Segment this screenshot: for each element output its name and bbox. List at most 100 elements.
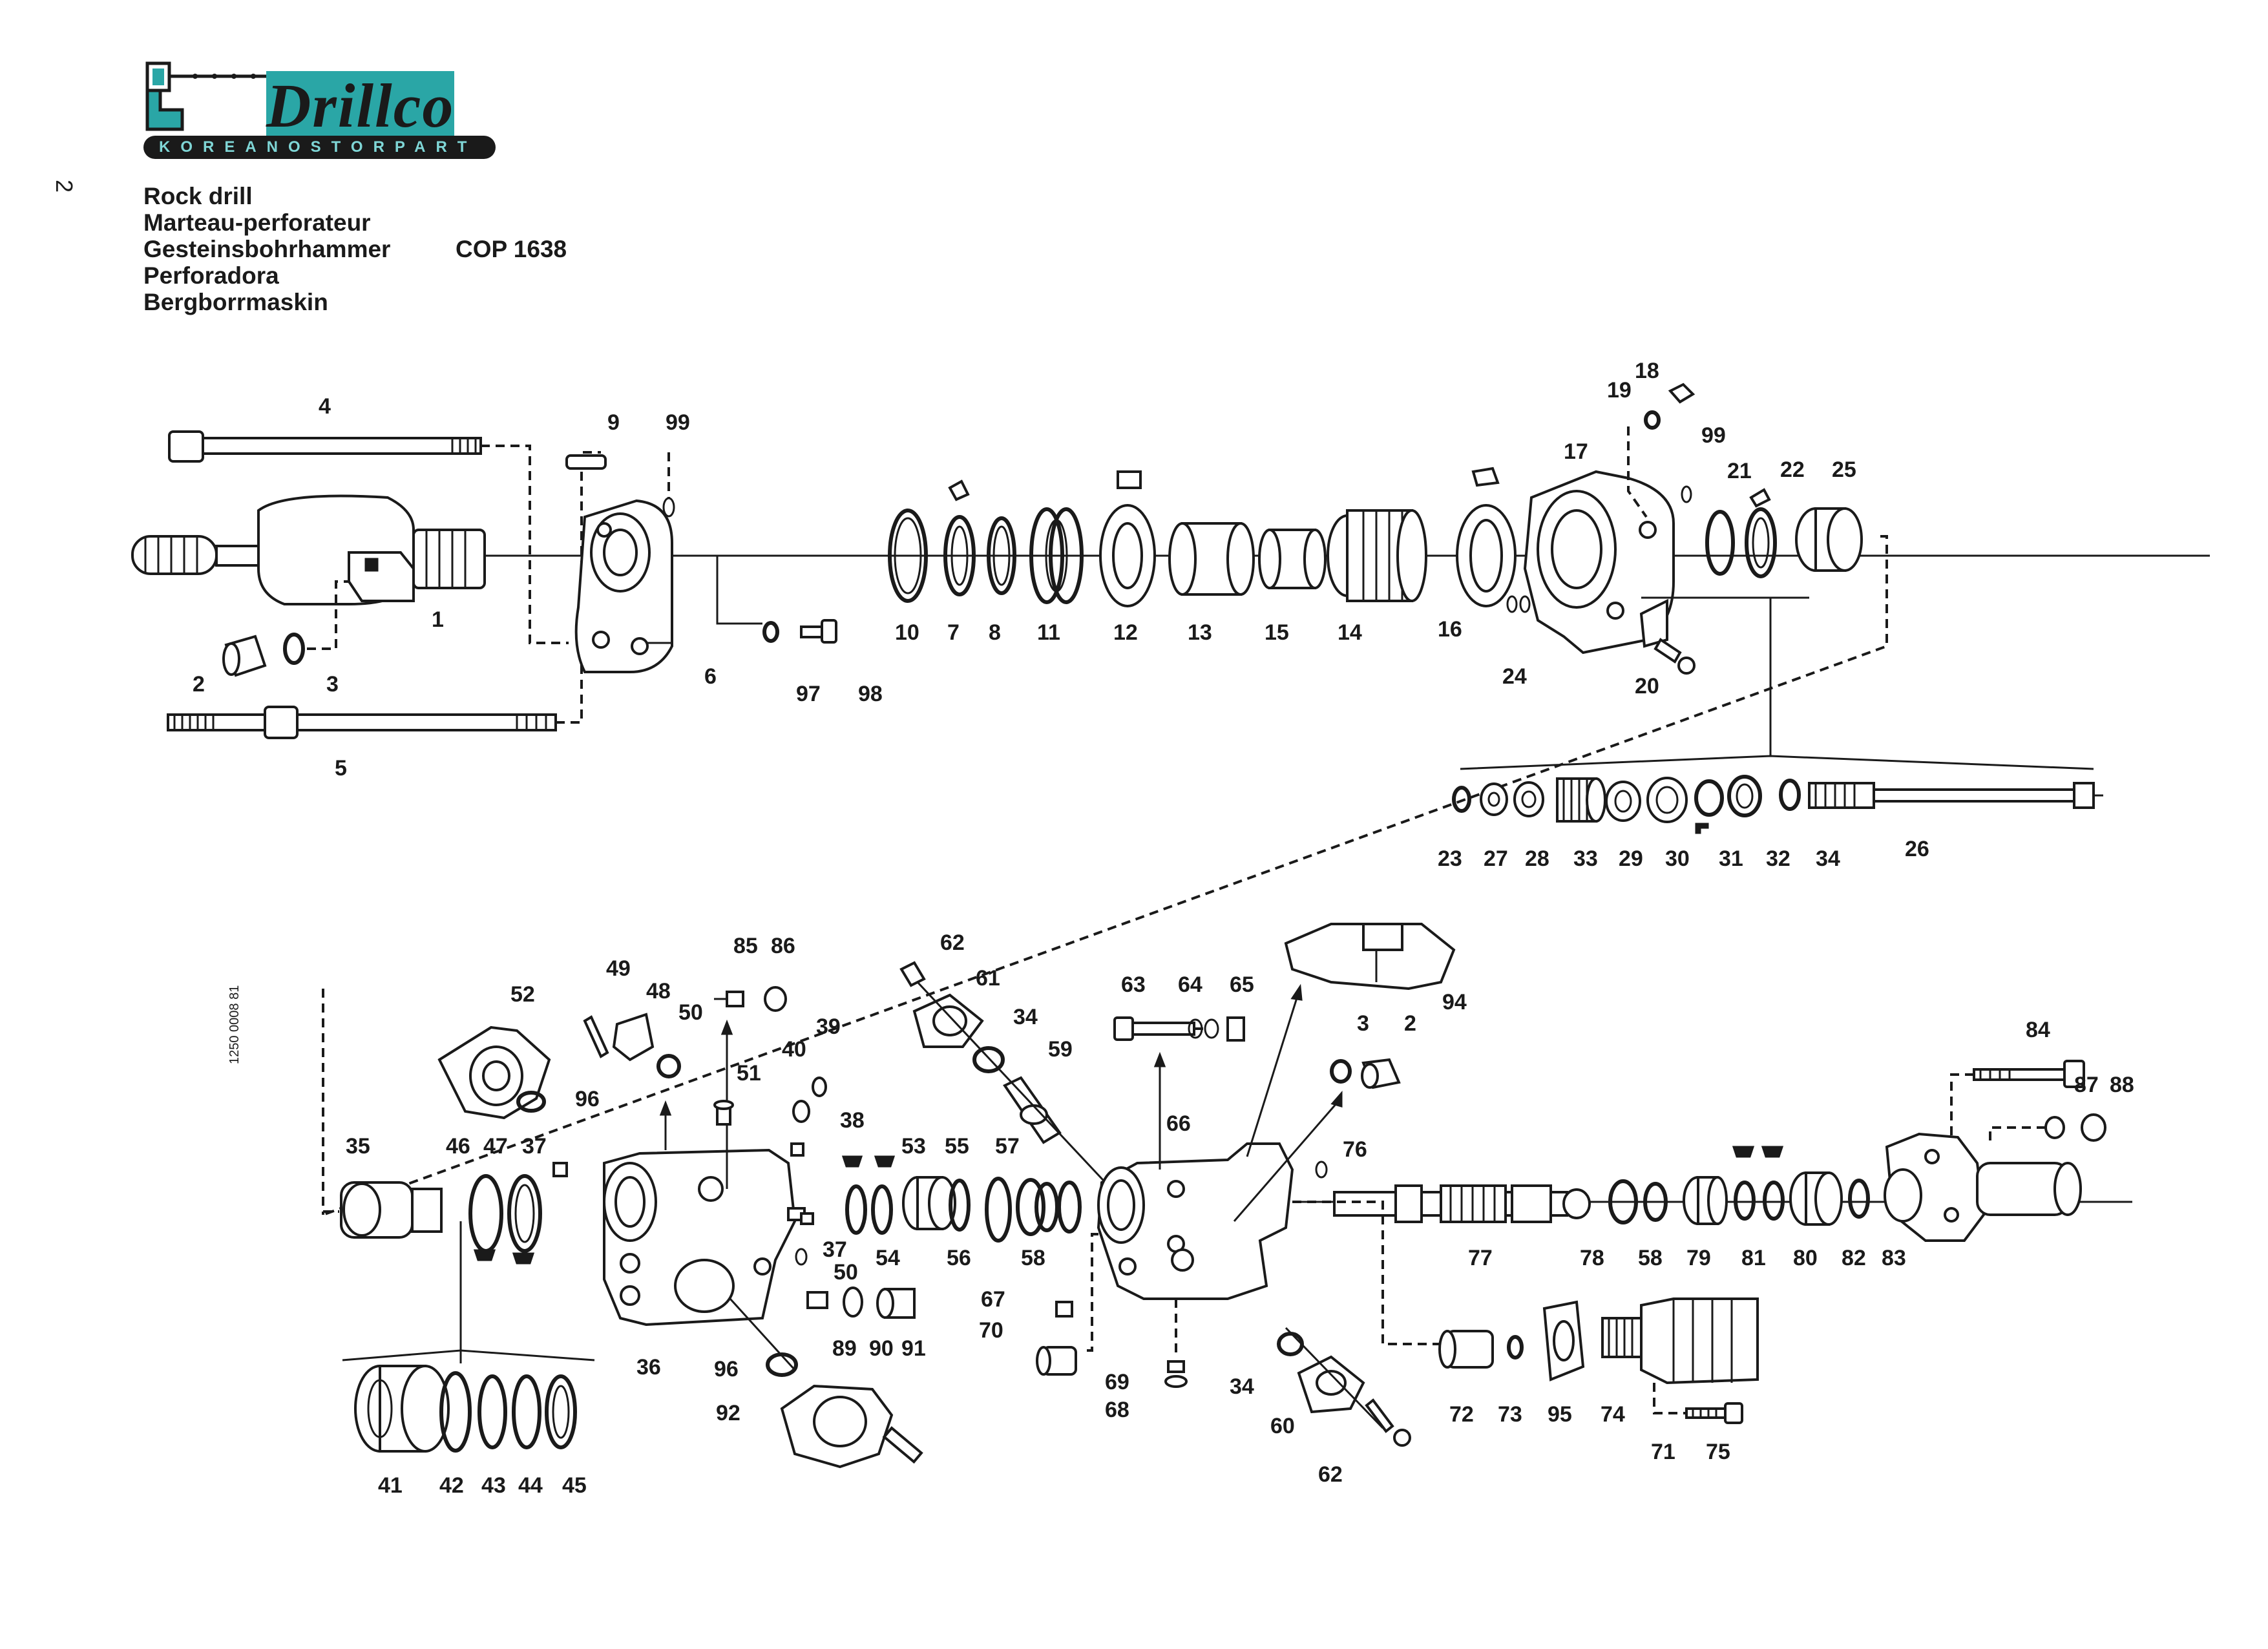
callout-88: 88 [2110, 1073, 2134, 1097]
callout-67: 67 [981, 1287, 1005, 1312]
callout-45: 45 [562, 1473, 587, 1498]
callout-58a: 58 [1021, 1246, 1045, 1270]
washer-90 [843, 1287, 863, 1318]
oring-34-mid [972, 1046, 1005, 1073]
side-bolt-5 [167, 706, 557, 739]
callout-21: 21 [1727, 459, 1752, 483]
ring-56 [985, 1177, 1012, 1243]
callout-3-right: 3 [1357, 1011, 1369, 1036]
callout-42: 42 [439, 1473, 464, 1498]
logo-wordmark: Drillco [266, 71, 455, 140]
callout-79: 79 [1686, 1246, 1711, 1270]
callout-16: 16 [1438, 617, 1462, 642]
callout-63: 63 [1121, 972, 1146, 997]
front-head-1 [131, 494, 672, 605]
callout-71: 71 [1651, 1440, 1675, 1464]
oring-24 [1506, 595, 1531, 613]
callout-1: 1 [432, 607, 444, 632]
ring-44 [512, 1374, 541, 1449]
plug-18 [1668, 383, 1696, 404]
cover-60 [1297, 1355, 1365, 1414]
ring-43 [478, 1374, 507, 1449]
callout-91: 91 [901, 1336, 926, 1361]
plug-39 [812, 1077, 827, 1097]
callout-68: 68 [1105, 1398, 1129, 1422]
title-swedish: Bergborrmaskin [143, 289, 328, 315]
callout-14: 14 [1338, 620, 1362, 645]
callout-77: 77 [1468, 1246, 1493, 1270]
nut-27 [1480, 782, 1508, 816]
valve-94 [1284, 923, 1456, 991]
oring-99-rear [1681, 485, 1692, 503]
motor-74 [1601, 1297, 1759, 1385]
ring-78 [1608, 1179, 1638, 1224]
screw-98 [800, 619, 837, 644]
callout-33: 33 [1573, 846, 1598, 871]
callout-58b: 58 [1638, 1246, 1663, 1270]
ring-29 [1605, 781, 1641, 822]
ring-22 [1745, 488, 1777, 578]
title-block: Rock drill Marteau-perforateur Gesteinsb… [143, 183, 390, 315]
callout-2: 2 [193, 672, 205, 697]
callout-86: 86 [771, 934, 795, 958]
callout-95: 95 [1548, 1402, 1572, 1427]
callout-84: 84 [2026, 1018, 2050, 1042]
cap-86 [764, 986, 787, 1012]
oring-50 [656, 1054, 681, 1078]
callout-62-low: 62 [1318, 1462, 1343, 1487]
ring-55 [949, 1179, 971, 1232]
washer-76 [1315, 1161, 1328, 1179]
callout-39: 39 [816, 1014, 841, 1039]
callout-20: 20 [1635, 674, 1659, 698]
callout-4: 4 [319, 394, 331, 419]
ring-42 [439, 1371, 472, 1453]
callout-43: 43 [481, 1473, 506, 1498]
callout-70: 70 [979, 1318, 1003, 1343]
ring-45 [545, 1374, 577, 1449]
screw-62-top [899, 961, 926, 987]
callout-66: 66 [1166, 1111, 1191, 1136]
callout-50a: 50 [678, 1000, 703, 1025]
callout-44: 44 [518, 1473, 543, 1498]
washer-97 [762, 621, 779, 643]
callout-11: 11 [1037, 620, 1060, 645]
ring-32 [1727, 775, 1762, 817]
screw-75 [1724, 1402, 1743, 1424]
washer-68 [1164, 1375, 1188, 1388]
ring-58b [1643, 1182, 1668, 1222]
callout-73: 73 [1498, 1402, 1522, 1427]
callout-29: 29 [1619, 846, 1643, 871]
bushing-25 [1795, 507, 1863, 572]
callout-80: 80 [1793, 1246, 1818, 1270]
callout-2-right: 2 [1404, 1011, 1416, 1036]
nipple-85 [714, 991, 744, 1007]
bushing-72 [1438, 1330, 1494, 1369]
callout-13: 13 [1188, 620, 1212, 645]
ring-34-sub [1779, 779, 1801, 811]
callout-23: 23 [1438, 846, 1462, 871]
callout-81: 81 [1741, 1246, 1766, 1270]
callout-25: 25 [1832, 457, 1856, 482]
seal-8 [987, 516, 1016, 595]
callout-92: 92 [716, 1401, 740, 1425]
ring-30 [1646, 777, 1688, 823]
bushing-35 [340, 1181, 443, 1239]
callout-41: 41 [378, 1473, 403, 1498]
plug-40 [792, 1100, 810, 1123]
callout-82: 82 [1842, 1246, 1866, 1270]
callout-98: 98 [858, 682, 883, 706]
callout-40: 40 [782, 1037, 806, 1062]
ring-82 [1848, 1179, 1870, 1219]
callout-35: 35 [346, 1134, 370, 1159]
callout-69: 69 [1105, 1370, 1129, 1394]
callout-78: 78 [1580, 1246, 1604, 1270]
callout-47: 47 [483, 1134, 508, 1159]
callout-56: 56 [947, 1246, 971, 1270]
gear-33 [1556, 777, 1606, 823]
callout-50b: 50 [834, 1260, 858, 1285]
callout-8: 8 [989, 620, 1001, 645]
oring-96-a [516, 1091, 546, 1113]
callout-49: 49 [606, 956, 631, 981]
callout-37a: 37 [522, 1134, 547, 1159]
piston-77 [1333, 1184, 1591, 1223]
